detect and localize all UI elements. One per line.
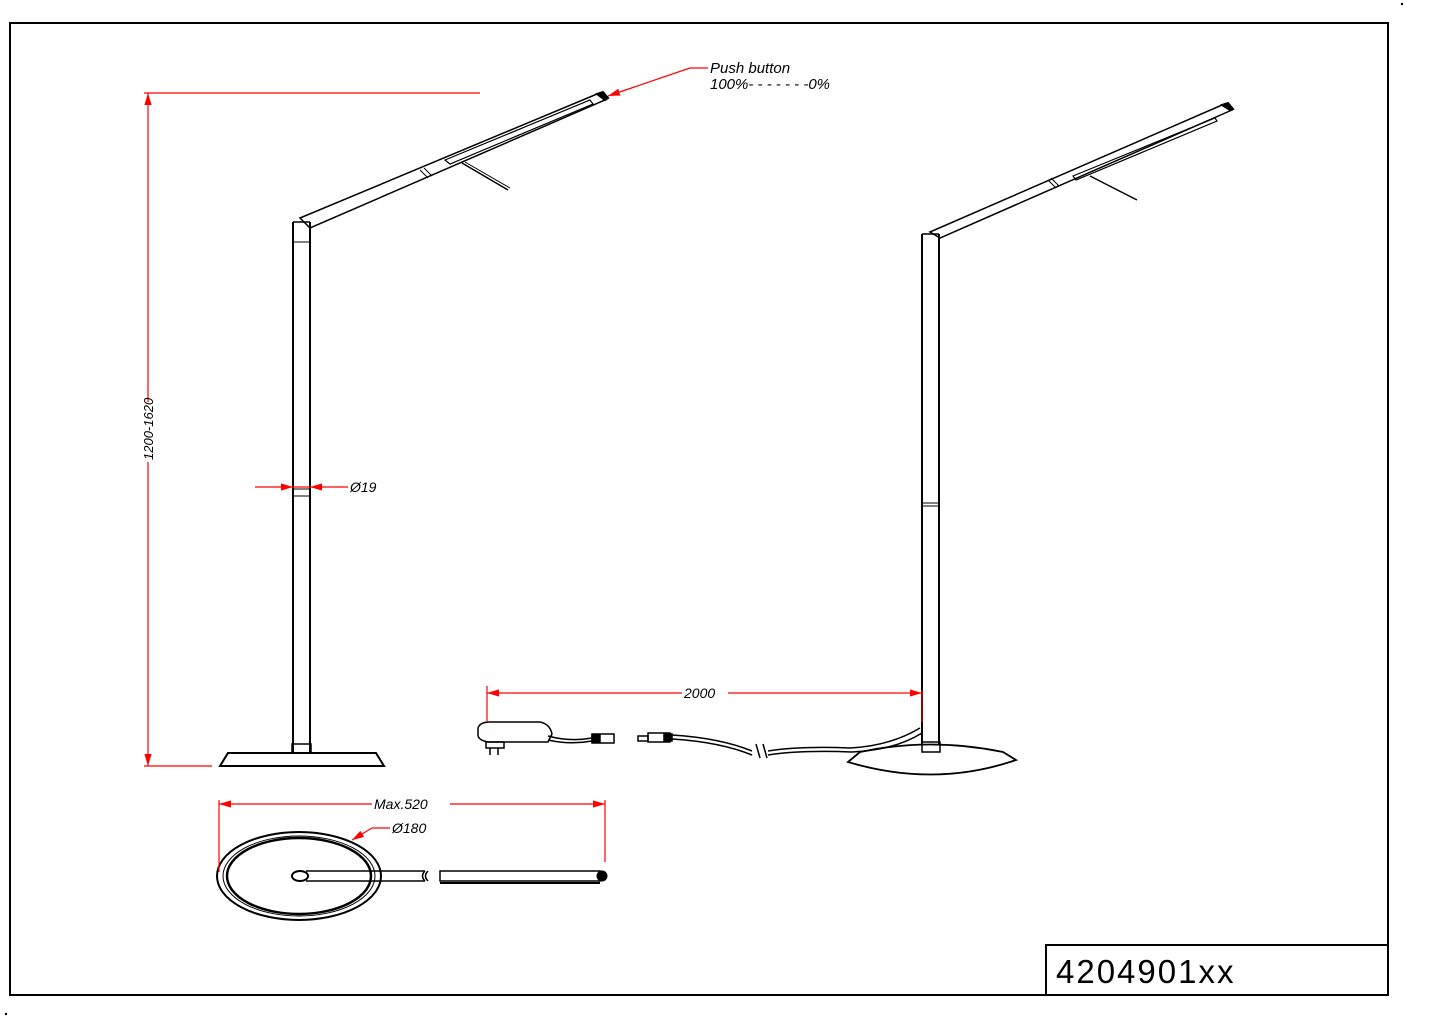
max-reach-label: Max.520	[374, 796, 428, 812]
height-label-mask	[140, 402, 156, 462]
base-diameter-callout	[351, 827, 390, 841]
push-button-callout	[607, 67, 708, 97]
push-button-label: Push button	[710, 60, 790, 77]
cable-length-dimension	[486, 686, 923, 722]
sheet-frame	[9, 22, 1389, 996]
top-view	[216, 831, 608, 921]
part-number: 4204901xx	[1056, 953, 1235, 990]
dimmer-range-label: 100%- - - - - - -0%	[710, 76, 830, 93]
max-reach-dimension	[218, 800, 606, 872]
right-lamp	[846, 101, 1235, 776]
height-range-label: 1200-1620	[141, 397, 156, 460]
corner-dot	[1400, 2, 1404, 6]
corner-dot	[4, 1012, 8, 1016]
pole-diameter-label: Ø19	[349, 479, 377, 495]
power-adapter	[477, 721, 923, 759]
height-dimension	[144, 92, 480, 767]
base-diameter-label: Ø180	[391, 820, 426, 836]
cable-length-label: 2000	[683, 685, 715, 701]
left-lamp	[218, 90, 610, 767]
title-block: 4204901xx	[1045, 944, 1389, 996]
